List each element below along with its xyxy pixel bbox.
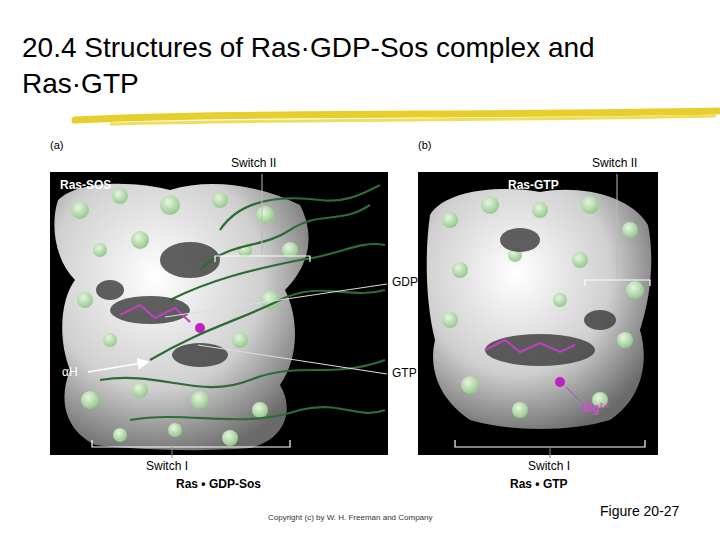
helix-label: αH — [62, 366, 78, 379]
ligand-label: GDP — [392, 276, 418, 289]
panel-letter: (b) — [418, 139, 431, 151]
ion-label: Mg²⁺ — [582, 402, 610, 415]
copyright-note: Copyright (c) by W. H. Freeman and Compa… — [268, 514, 433, 523]
region-label: Switch II — [231, 157, 276, 170]
panel-name: Ras • GDP-Sos — [176, 478, 261, 491]
region-label: Switch I — [528, 460, 570, 473]
region-label: Switch II — [592, 157, 637, 170]
panel-name: Ras-GTP — [508, 179, 559, 192]
panel-letter: (a) — [50, 139, 63, 151]
region-label: Switch I — [146, 460, 188, 473]
panel-name: Ras • GTP — [510, 478, 568, 491]
slide-title: 20.4 Structures of Ras·GDP-Sos complex a… — [22, 30, 702, 103]
panel-name: Ras-SOS — [60, 179, 111, 192]
ligand-label: GTP — [392, 367, 417, 380]
figure-number: Figure 20-27 — [600, 504, 679, 519]
